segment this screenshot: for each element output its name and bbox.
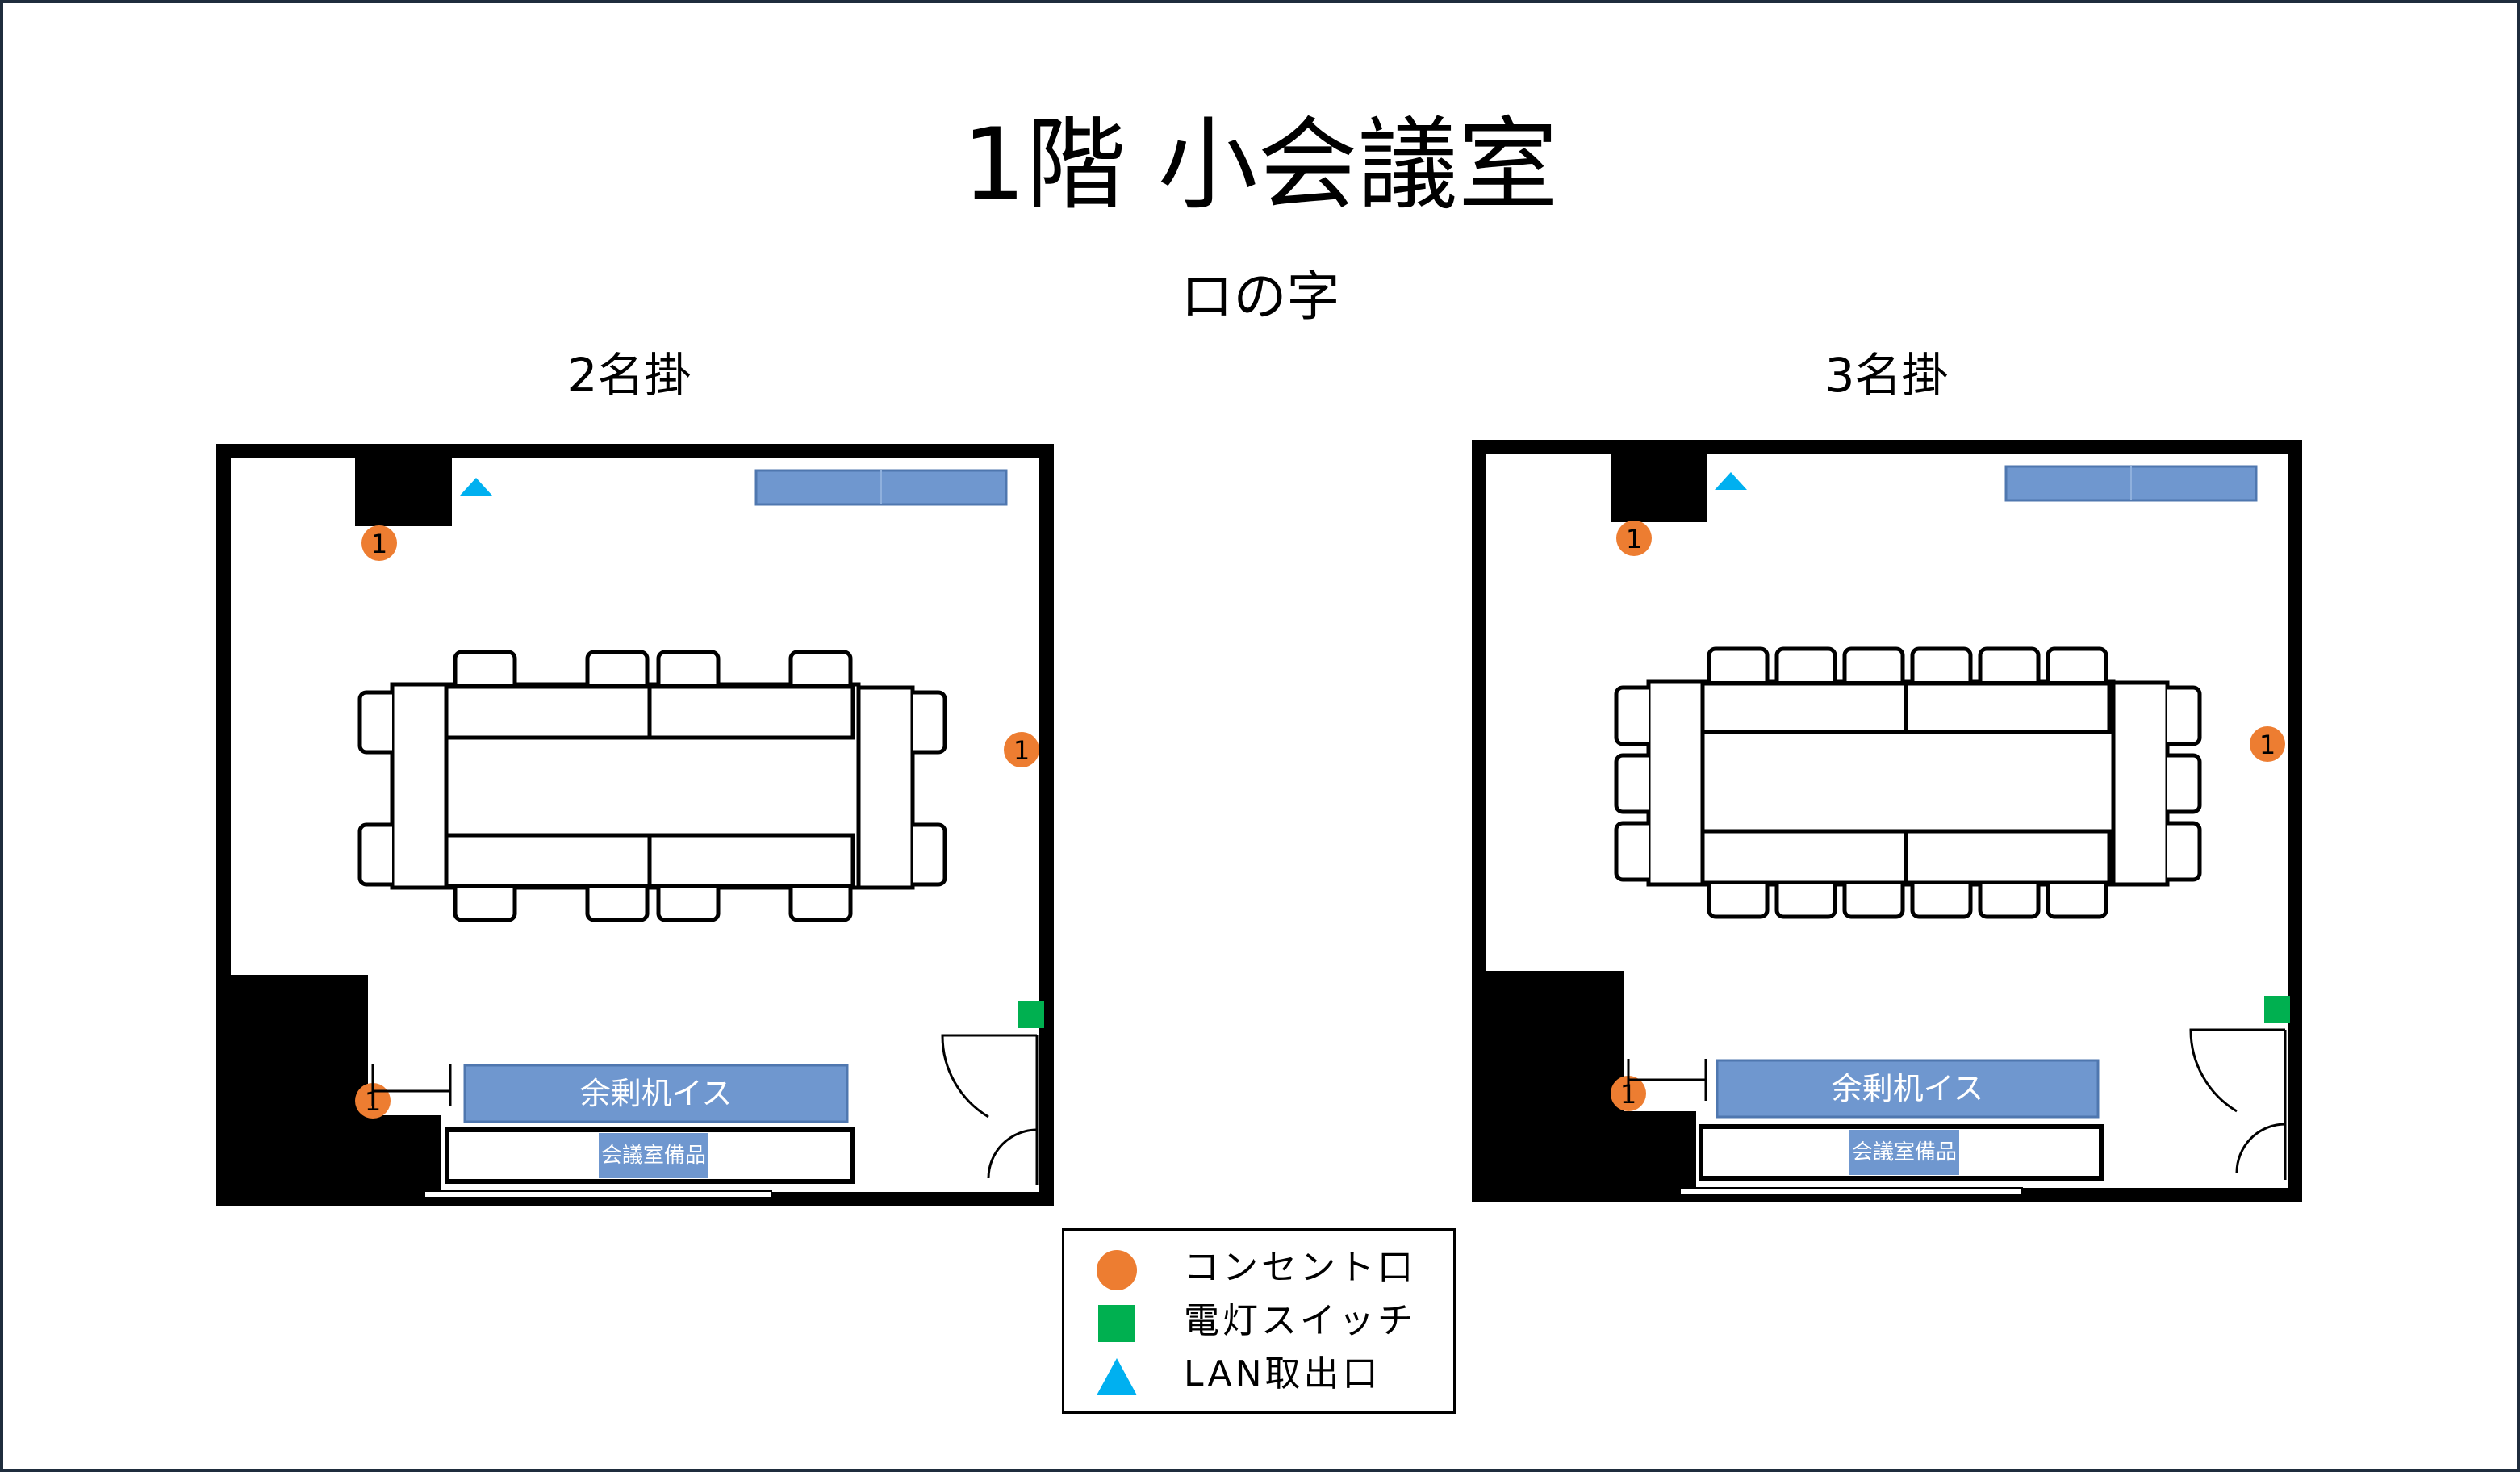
legend-lan-label: LAN取出口 <box>1184 1353 1381 1395</box>
chairs <box>357 650 947 922</box>
layout-subtitle: ロの字 <box>1180 266 1340 328</box>
chairs <box>1614 646 2202 919</box>
svg-text:1: 1 <box>2259 730 2276 760</box>
pillar-top <box>1611 453 1707 522</box>
pillar-bottom-step <box>1611 1111 1696 1189</box>
light-switch-symbol <box>1018 1001 1044 1028</box>
switch-legend-icon <box>1098 1305 1135 1342</box>
conference-table <box>1646 679 2170 887</box>
door <box>2189 1028 2287 1180</box>
supplies-label: 会議室備品 <box>601 1144 706 1168</box>
pillar-bottom-step <box>355 1115 441 1193</box>
outlet-symbol-top: 1 <box>361 525 397 561</box>
legend-row-outlet: コンセント口 <box>1064 1244 1453 1292</box>
outlet-symbol-right: 1 <box>2250 726 2285 762</box>
supplies-block <box>1849 1130 1959 1175</box>
spare-furniture-block <box>1716 1059 2100 1119</box>
spare-furniture-label: 余剰机イス <box>580 1076 733 1111</box>
legend-row-lan: LAN取出口 <box>1064 1350 1453 1399</box>
spare-furniture-block <box>463 1064 849 1123</box>
left-plan-label: 2名掛 <box>567 348 692 403</box>
pillar-bottom-left <box>229 975 368 1193</box>
svg-text:1: 1 <box>1013 735 1030 766</box>
lan-port-symbol <box>460 478 492 496</box>
outlet-symbol-top: 1 <box>1616 521 1652 556</box>
legend: コンセント口 電灯スイッチ LAN取出口 <box>1062 1228 1456 1414</box>
svg-text:1: 1 <box>1626 524 1642 554</box>
door <box>941 1034 1039 1185</box>
lan-port-symbol <box>1715 472 1747 490</box>
room-walls <box>216 444 1054 1206</box>
light-switch-symbol <box>2264 996 2290 1023</box>
supplies-label: 会議室備品 <box>1852 1140 1957 1165</box>
legend-switch-label: 電灯スイッチ <box>1184 1300 1416 1341</box>
outlet-symbol-right: 1 <box>1004 732 1039 767</box>
pillar-top <box>355 457 452 526</box>
outlet-legend-icon <box>1097 1250 1137 1290</box>
supplies-block <box>599 1133 708 1178</box>
conference-table <box>390 682 915 890</box>
pillar-bottom-left <box>1485 971 1624 1189</box>
right-floor-plan: 1 1 1 余剰机イス 会議室備品 <box>1472 440 2302 1202</box>
right-plan-label: 3名掛 <box>1824 348 1949 403</box>
outlet-number: 1 <box>371 529 387 559</box>
legend-row-switch: 電灯スイッチ <box>1064 1297 1453 1345</box>
page-title: 1階 小会議室 <box>962 107 1558 224</box>
lan-legend-icon <box>1097 1358 1137 1395</box>
legend-outlet-label: コンセント口 <box>1184 1247 1416 1288</box>
left-floor-plan: 1 1 1 余剰机イス 会議室備品 <box>216 444 1054 1206</box>
spare-furniture-label: 余剰机イス <box>1832 1071 1984 1106</box>
